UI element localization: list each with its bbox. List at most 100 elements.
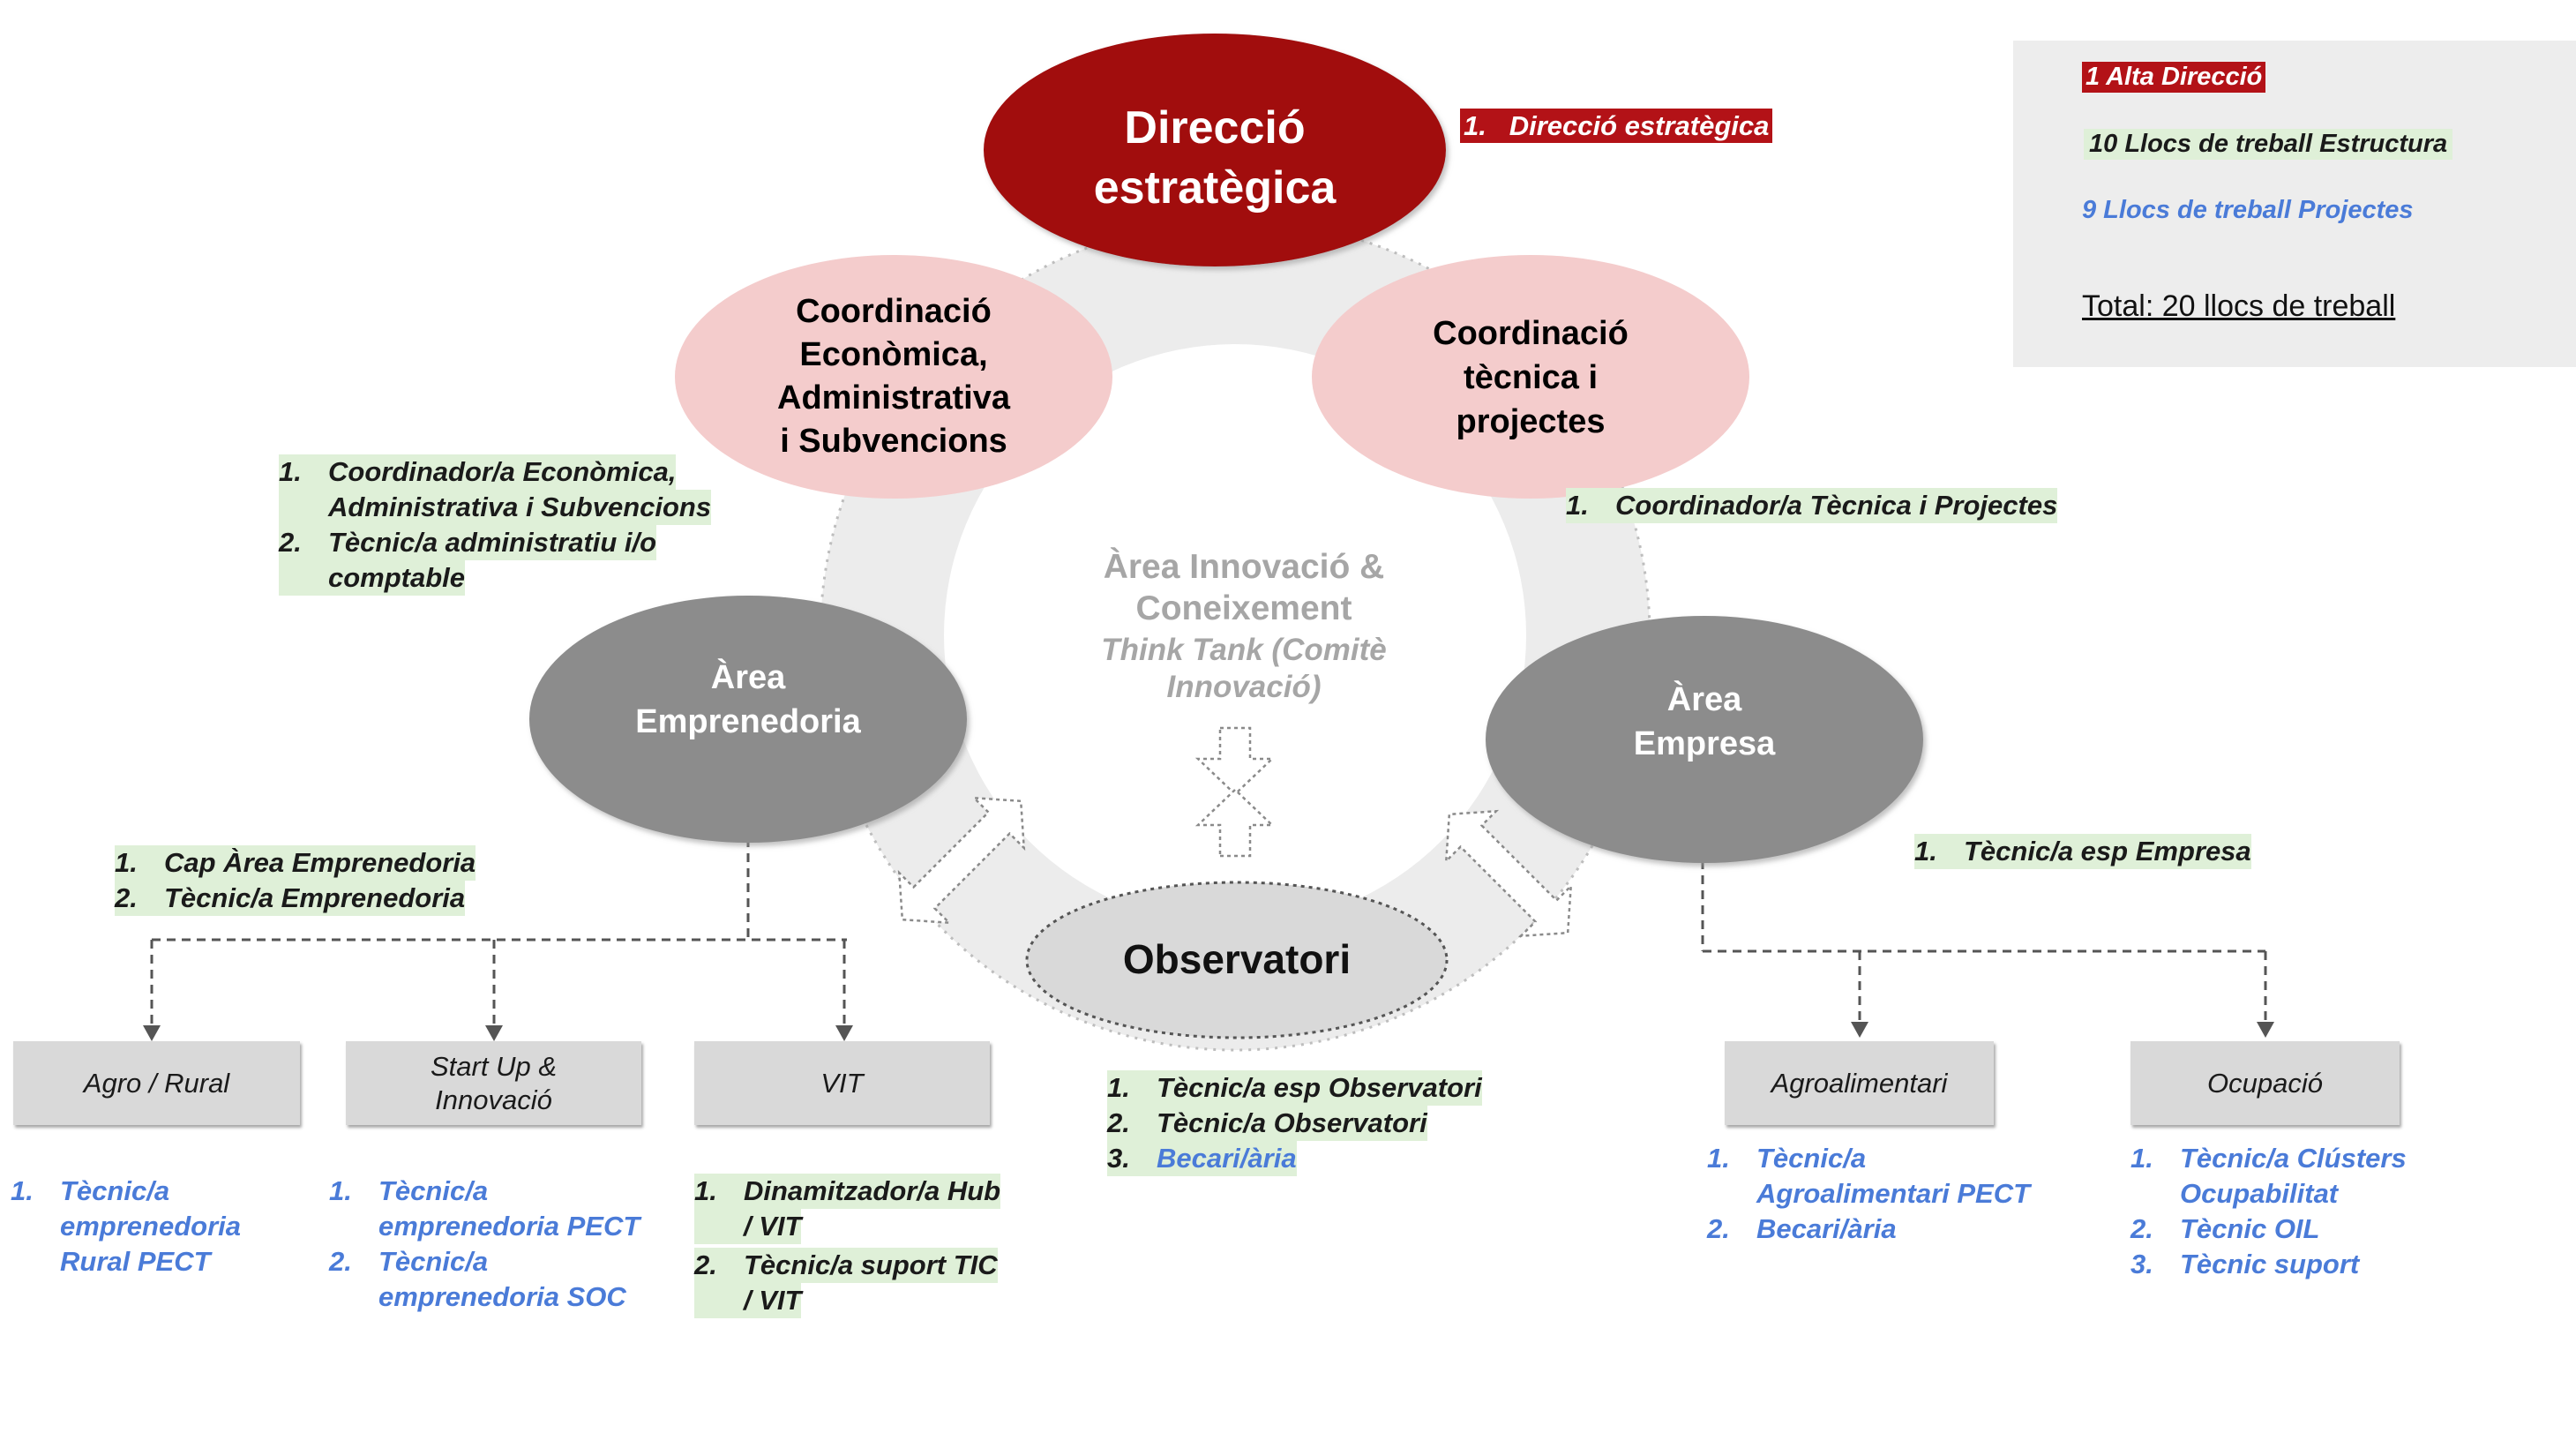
connector-emprenedoria [150, 838, 847, 1028]
box-startup: Start Up & Innovació [346, 1041, 641, 1125]
label-empren-2-text: Tècnic/a Emprenedoria [164, 881, 466, 916]
node-coordinacio-tecnica [1312, 255, 1749, 499]
item-vit-2-line1: Tècnic/a suport TIC [744, 1248, 998, 1283]
box-agroalimentari-label: Agroalimentari [1771, 1067, 1948, 1099]
label-obs-2-text: Tècnic/a Observatori [1157, 1106, 1427, 1141]
node-observatori [1025, 881, 1449, 1039]
arrow-diagonal-left-icon [897, 796, 1026, 925]
box-agro-label: Agro / Rural [83, 1067, 230, 1099]
arrow-diagonal-right-icon [1444, 809, 1573, 938]
node-coord-tec-line3: projectes [1456, 403, 1606, 440]
item-startup-1-num: 1. [329, 1175, 352, 1206]
box-agro-rural: Agro / Rural [13, 1041, 300, 1125]
label-coord-tec-num: 1. [1566, 488, 1615, 523]
label-coord-eco-2-line2: comptable [328, 560, 466, 596]
label-emprenedoria: 1.Cap Àrea Emprenedoria 2.Tècnic/a Empre… [115, 845, 476, 916]
label-coord-eco-2-line1: Tècnic/a administratiu i/o [328, 525, 657, 560]
node-coord-tec-line2: tècnica i [1464, 359, 1598, 396]
legend-alta-direccio: 1 Alta Direcció [2082, 62, 2266, 93]
label-direccio-num: 1. [1464, 110, 1486, 141]
label-coord-tec-text: Coordinador/a Tècnica i Projectes [1615, 488, 2058, 523]
box-startup-line1: Start Up & [431, 1050, 557, 1082]
items-vit: 1.Dinamitzador/a Hub / VIT 2.Tècnic/a su… [694, 1174, 1001, 1318]
item-agroalim-1-num: 1. [1707, 1143, 1730, 1174]
node-innovacio-line3: Think Tank (Comitè [1101, 633, 1386, 667]
label-empresa-text: Tècnic/a esp Empresa [1964, 834, 2251, 869]
box-ocupacio-label: Ocupació [2207, 1067, 2323, 1099]
node-area-empresa [1486, 616, 1923, 863]
label-coord-eco: 1.Coordinador/a Econòmica, Administrativ… [279, 454, 712, 596]
box-startup-line2: Innovació [435, 1084, 552, 1115]
label-obs-3-text: Becari/ària [1157, 1141, 1297, 1176]
connector-empresa [1701, 860, 2267, 1024]
item-startup-2-line2: emprenedoria SOC [378, 1281, 626, 1312]
label-empren-2-num: 2. [115, 881, 164, 916]
item-vit-2-line2: / VIT [744, 1283, 802, 1318]
node-direccio-line1: Direcció [1124, 102, 1305, 154]
item-agroalim-1-line1: Tècnic/a [1756, 1143, 1867, 1174]
item-ocupacio-1-line2: Ocupabilitat [2180, 1178, 2339, 1209]
item-ocupacio-1-line1: Tècnic/a Clústers [2180, 1143, 2407, 1174]
node-innovacio-line1: Àrea Innovació & [1104, 547, 1385, 586]
node-empren-line1: Àrea [711, 657, 786, 696]
node-direccio-estrategica [984, 34, 1446, 266]
item-ocupacio-2-line1: Tècnic OIL [2180, 1213, 2320, 1244]
label-empresa-num: 1. [1914, 834, 1964, 869]
item-agro-1-line1: Tècnic/a [60, 1175, 170, 1206]
item-startup-2-line1: Tècnic/a [378, 1246, 489, 1277]
item-agro-1-line3: Rural PECT [60, 1246, 211, 1277]
connector-arrowheads-left [143, 1025, 853, 1041]
label-observatori: 1.Tècnic/a esp Observatori 2.Tècnic/a Ob… [1107, 1070, 1482, 1176]
node-coordinacio-economica [675, 255, 1112, 499]
label-obs-3-num: 3. [1107, 1141, 1157, 1176]
label-obs-1-text: Tècnic/a esp Observatori [1157, 1070, 1482, 1106]
items-ocupacio: 1. Tècnic/a Clústers Ocupabilitat 2. Tècni… [2130, 1141, 2407, 1282]
node-coord-eco-line2: Econòmica, [799, 336, 987, 373]
node-innovacio-line4: Innovació) [1166, 670, 1321, 704]
item-agroalim-1-line2: Agroalimentari PECT [1756, 1178, 2031, 1209]
arrow-vertical-icon [1194, 726, 1276, 858]
item-vit-1-num: 1. [694, 1174, 744, 1209]
label-coord-eco-1-line2: Administrativa i Subvencions [328, 490, 712, 525]
label-coord-eco-2-num: 2. [279, 525, 328, 560]
node-coord-tec-line1: Coordinació [1433, 315, 1629, 352]
item-startup-1-line2: emprenedoria PECT [378, 1211, 640, 1242]
legend-estructura: 10 Llocs de treball Estructura [2084, 129, 2453, 160]
item-ocupacio-2-num: 2. [2130, 1213, 2153, 1244]
node-direccio-line2: estratègica [1094, 162, 1337, 214]
box-vit-label: VIT [820, 1067, 864, 1099]
items-agro: 1. Tècnic/a emprenedoria Rural PECT [11, 1174, 241, 1279]
item-agro-1-line2: emprenedoria [60, 1211, 242, 1242]
item-agroalim-2-num: 2. [1707, 1213, 1730, 1244]
label-coord-tec: 1.Coordinador/a Tècnica i Projectes [1566, 488, 2058, 523]
legend-total: Total: 20 llocs de treball [2082, 289, 2396, 323]
label-obs-1-num: 1. [1107, 1070, 1157, 1106]
node-empren-line2: Emprenedoria [635, 703, 861, 740]
item-startup-2-num: 2. [329, 1246, 352, 1277]
item-ocupacio-3-num: 3. [2130, 1249, 2153, 1279]
label-coord-eco-1-num: 1. [279, 454, 328, 490]
node-coord-eco-line1: Coordinació [796, 293, 992, 330]
node-innovacio-line2: Coneixement [1136, 589, 1352, 627]
item-ocupacio-1-num: 1. [2130, 1143, 2153, 1174]
item-agroalim-2-line1: Becari/ària [1756, 1213, 1897, 1244]
node-coord-eco-line3: Administrativa [777, 379, 1011, 416]
item-vit-1-line2: / VIT [744, 1209, 802, 1244]
box-vit: VIT [694, 1041, 990, 1125]
node-coord-eco-line4: i Subvencions [780, 423, 1007, 460]
connector-arrowheads-right [1851, 1022, 2274, 1038]
label-direccio: 1. Direcció estratègica [1460, 109, 1773, 144]
item-startup-1-line1: Tècnic/a [378, 1175, 489, 1206]
box-ocupacio: Ocupació [2130, 1041, 2400, 1125]
legend-panel: 1 Alta Direcció 10 Llocs de treball Estr… [2013, 41, 2576, 367]
item-vit-2-num: 2. [694, 1248, 744, 1283]
label-empren-1-num: 1. [115, 845, 164, 881]
item-vit-1-line1: Dinamitzador/a Hub [744, 1174, 1001, 1209]
legend-projectes: 9 Llocs de treball Projectes [2082, 196, 2414, 224]
label-empren-1-text: Cap Àrea Emprenedoria [164, 845, 476, 881]
node-empresa-line1: Àrea [1667, 679, 1742, 718]
items-startup: 1.Tècnic/a emprenedoria PECT 2.Tècnic/a … [329, 1174, 640, 1315]
ring-hole [944, 344, 1526, 927]
item-agro-1-num: 1. [11, 1175, 34, 1206]
